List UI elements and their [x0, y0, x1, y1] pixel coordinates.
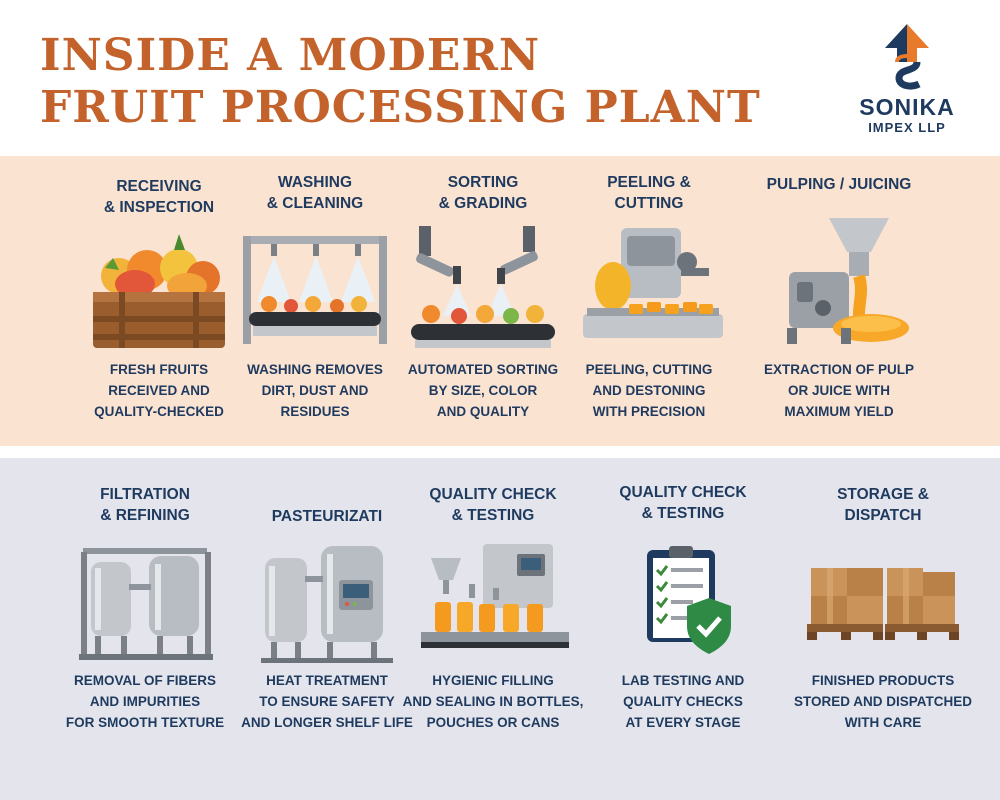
logo-name: SONIKA: [859, 94, 955, 120]
bottle-filling-icon: [413, 538, 573, 668]
pasteurizer-icon: [247, 536, 407, 666]
header: INSIDE A MODERN FRUIT PROCESSING PLANT S…: [0, 0, 1000, 156]
process-row-1: RECEIVING& INSPECTION: [0, 156, 1000, 446]
page-title: INSIDE A MODERN FRUIT PROCESSING PLANT: [40, 30, 761, 134]
step-title: QUALITY CHECK& TESTING: [429, 486, 557, 524]
step-title: PULPING / JUICING: [766, 176, 912, 193]
arrow-s-logo-icon: [885, 24, 929, 90]
step-title: SORTING& GRADING: [438, 174, 528, 212]
title-line-1: INSIDE A MODERN: [40, 30, 541, 81]
step-title: STORAGE &DISPATCH: [837, 486, 929, 524]
logo-subtitle: IMPEX LLP: [868, 120, 946, 135]
fruit-crate-icon: [79, 228, 239, 358]
peeling-machine-icon: [569, 222, 729, 352]
step-title: PEELING &CUTTING: [607, 174, 691, 212]
checklist-shield-icon: [603, 542, 763, 672]
process-row-2: FILTRATION& REFINING: [0, 458, 1000, 800]
step-title: PASTEURIZATI: [271, 508, 383, 525]
boxes-pallet-icon: [803, 542, 963, 672]
step-title: QUALITY CHECK& TESTING: [619, 484, 747, 522]
filtration-tanks-icon: [65, 534, 225, 664]
robotic-sorter-icon: [403, 222, 563, 352]
pulper-machine-icon: [759, 216, 919, 346]
washing-conveyor-icon: [235, 226, 395, 356]
step-title: RECEIVING& INSPECTION: [103, 178, 215, 216]
title-line-2: FRUIT PROCESSING PLANT: [40, 82, 761, 133]
step-title: WASHING& CLEANING: [266, 174, 364, 212]
step-title: FILTRATION& REFINING: [100, 486, 190, 524]
company-logo: SONIKA IMPEX LLP: [848, 22, 966, 146]
